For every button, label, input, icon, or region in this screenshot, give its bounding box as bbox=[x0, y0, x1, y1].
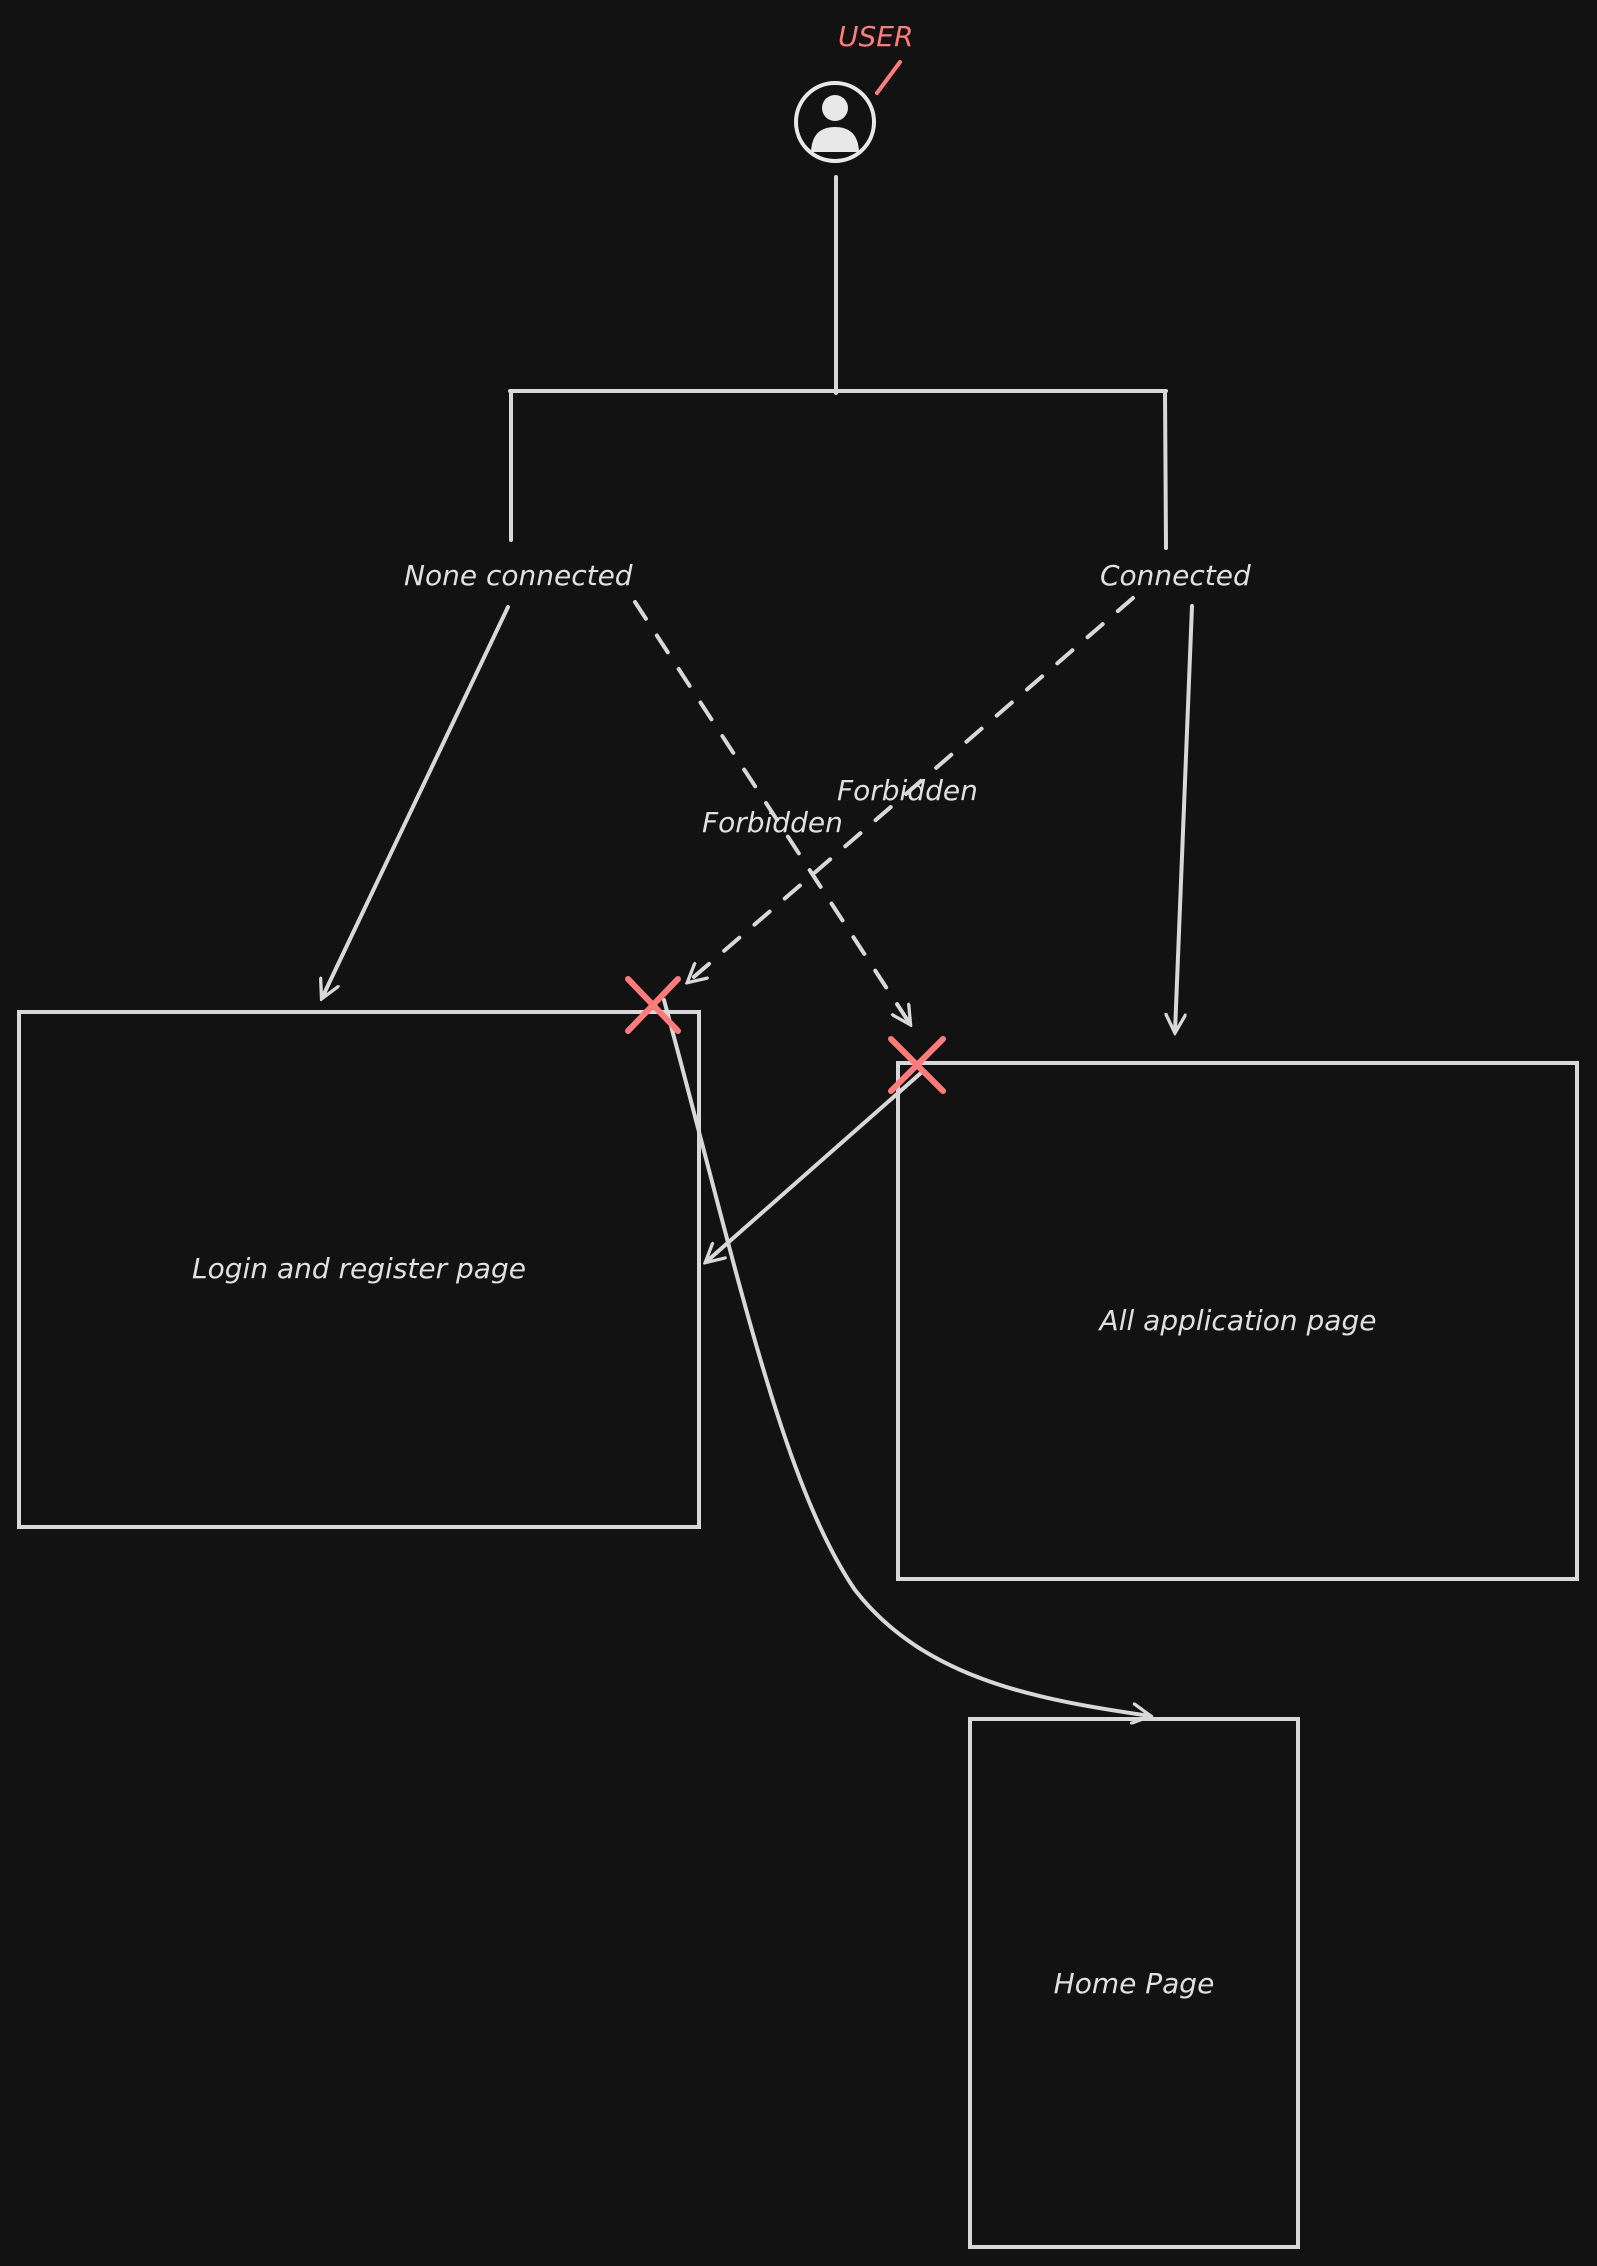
all-application-box[interactable] bbox=[896, 1061, 1579, 1581]
user-avatar-icon[interactable] bbox=[794, 81, 876, 163]
arrow-connected-to-app bbox=[1175, 604, 1194, 1032]
login-register-label: Login and register page bbox=[192, 1252, 526, 1285]
label-connected: Connected bbox=[1100, 559, 1251, 592]
user-label-pointer bbox=[875, 60, 902, 95]
home-page-box[interactable] bbox=[968, 1717, 1300, 2249]
login-register-box[interactable] bbox=[17, 1010, 701, 1529]
user-label: USER bbox=[838, 20, 913, 53]
label-forbidden-left: Forbidden bbox=[702, 806, 843, 839]
arrow-none-to-app-forbidden bbox=[633, 600, 910, 1024]
forbidden-cross-login bbox=[625, 976, 681, 1034]
label-none-connected: None connected bbox=[404, 559, 633, 592]
arrow-connected-to-login-forbidden bbox=[688, 596, 1135, 982]
arrow-login-to-home bbox=[662, 998, 1150, 1716]
all-application-label: All application page bbox=[1098, 1304, 1377, 1337]
arrow-app-to-login bbox=[706, 1070, 924, 1262]
label-forbidden-right: Forbidden bbox=[837, 774, 978, 807]
home-page-label: Home Page bbox=[1054, 1967, 1215, 2000]
arrow-none-to-login bbox=[322, 605, 510, 998]
branch-right-leg bbox=[1163, 389, 1168, 550]
forbidden-cross-app bbox=[888, 1036, 946, 1094]
